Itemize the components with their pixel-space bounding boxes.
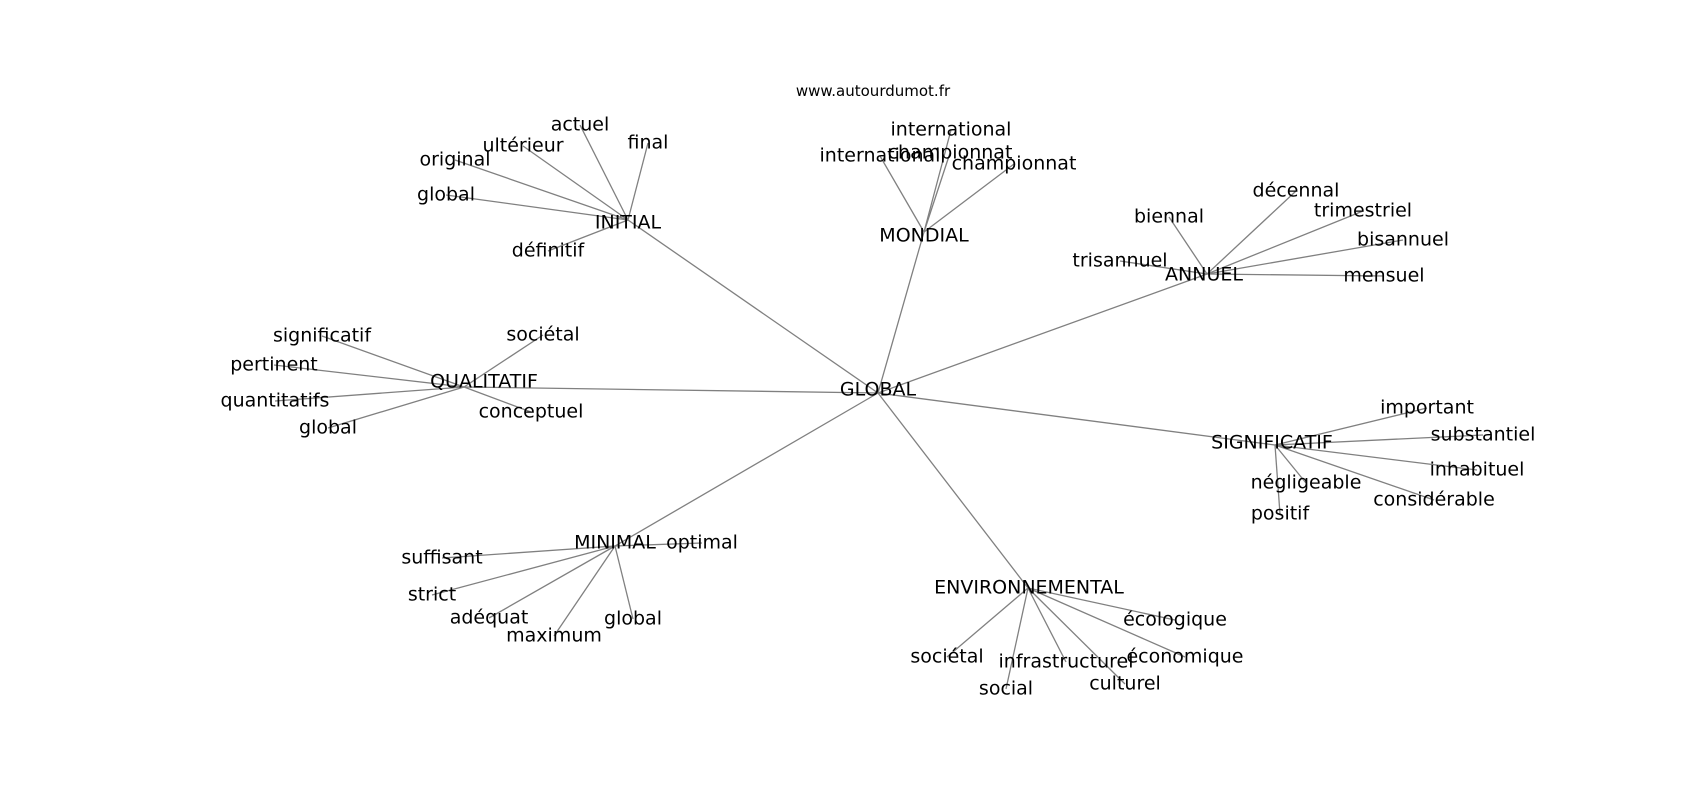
leaf-label: mensuel xyxy=(1343,264,1425,287)
edge-qualitatif-3 xyxy=(274,386,465,402)
edge-significatif-4 xyxy=(1274,444,1435,501)
leaf-label: social xyxy=(978,677,1034,700)
leaf-label: international xyxy=(819,144,941,167)
edge-minimal-3 xyxy=(488,545,616,619)
leaf-label: actuel xyxy=(550,113,610,136)
hub-label-annuel: ANNUEL xyxy=(1165,263,1243,286)
leaf-label: global xyxy=(417,183,475,206)
edge-initial-3 xyxy=(454,159,629,221)
leaf-label: conceptuel xyxy=(478,400,584,423)
leaf-label: suffisant xyxy=(401,546,483,569)
leaf-label: championnat xyxy=(951,152,1077,175)
edge-center-minimal xyxy=(614,392,879,547)
edge-annuel-0 xyxy=(1206,190,1297,275)
edge-environnemental-5 xyxy=(1027,587,1126,685)
leaf-label: écologique xyxy=(1123,608,1227,631)
leaf-label: sociétal xyxy=(506,323,580,346)
edge-significatif-1 xyxy=(1274,434,1484,446)
leaf-label: significatif xyxy=(272,324,372,347)
edge-qualitatif-0 xyxy=(321,335,465,388)
leaf-label: décennal xyxy=(1252,179,1340,202)
edge-center-annuel xyxy=(877,273,1208,394)
edge-annuel-3 xyxy=(1206,239,1404,275)
edge-qualitatif-4 xyxy=(463,386,532,413)
edge-qualitatif-5 xyxy=(327,386,465,429)
leaf-label: pertinent xyxy=(230,353,318,376)
hub-label-initial: INITIAL xyxy=(594,211,662,234)
edge-mondial-3 xyxy=(923,163,1015,233)
edge-environnemental-1 xyxy=(1027,587,1186,658)
leaf-label: négligeable xyxy=(1250,471,1362,494)
leaf-label: optimal xyxy=(666,531,738,554)
edge-significatif-5 xyxy=(1274,444,1281,515)
hub-label-mondial: MONDIAL xyxy=(879,224,969,247)
leaf-label: quantitatifs xyxy=(220,389,330,412)
leaf-label: maximum xyxy=(506,624,602,647)
edge-annuel-2 xyxy=(1206,210,1364,275)
edge-center-mondial xyxy=(877,231,925,394)
hub-label-minimal: MINIMAL xyxy=(574,531,656,554)
hub-label-significatif: SIGNIFICATIF xyxy=(1211,431,1333,454)
edge-initial-4 xyxy=(445,194,629,221)
leaf-label: original xyxy=(419,148,491,171)
edge-minimal-1 xyxy=(441,545,616,559)
edge-annuel-5 xyxy=(1206,273,1385,277)
edge-mondial-1 xyxy=(923,152,951,233)
leaf-label: global xyxy=(604,607,662,630)
edge-initial-5 xyxy=(547,219,629,252)
leaf-label: sociétal xyxy=(910,645,984,668)
edge-center-environnemental xyxy=(877,392,1029,589)
edge-minimal-0 xyxy=(614,542,703,547)
edge-minimal-5 xyxy=(553,545,616,637)
edge-significatif-0 xyxy=(1274,407,1428,446)
center-node-label: GLOBAL xyxy=(839,378,917,401)
edge-center-significatif xyxy=(877,392,1276,446)
hub-label-qualitatif: QUALITATIF xyxy=(430,370,538,393)
leaf-label: championnat xyxy=(887,141,1013,164)
leaf-label: global xyxy=(299,416,357,439)
leaf-label: définitif xyxy=(511,239,585,262)
leaf-label: positif xyxy=(1250,502,1310,525)
edge-qualitatif-2 xyxy=(273,364,465,388)
edge-environnemental-0 xyxy=(1027,587,1176,621)
source-url: www.autourdumot.fr xyxy=(795,82,951,100)
leaf-label: adéquat xyxy=(449,606,529,629)
edge-initial-2 xyxy=(522,145,629,221)
leaf-label: infrastructurel xyxy=(998,650,1134,673)
leaf-label: ultérieur xyxy=(482,134,564,157)
edge-environnemental-3 xyxy=(1027,587,1067,663)
leaf-label: trisannuel xyxy=(1072,249,1168,272)
leaf-label: strict xyxy=(407,583,457,606)
edge-mondial-0 xyxy=(923,129,952,233)
edge-initial-0 xyxy=(579,124,629,221)
leaf-label: trimestriel xyxy=(1313,199,1413,222)
leaf-label: final xyxy=(627,131,669,154)
edge-annuel-4 xyxy=(1119,260,1208,275)
edge-qualitatif-1 xyxy=(463,334,544,388)
hub-label-environnemental: ENVIRONNEMENTAL xyxy=(934,576,1124,599)
edge-environnemental-2 xyxy=(946,587,1029,658)
edge-significatif-3 xyxy=(1274,444,1307,484)
edge-minimal-4 xyxy=(614,545,634,620)
edge-center-qualitatif xyxy=(463,386,879,394)
leaf-label: biennal xyxy=(1133,205,1205,228)
leaf-label: bisannuel xyxy=(1357,228,1449,251)
edge-minimal-2 xyxy=(431,545,616,596)
edge-initial-1 xyxy=(627,142,649,221)
edge-environnemental-4 xyxy=(1005,587,1029,690)
leaf-label: inhabituel xyxy=(1429,458,1525,481)
leaf-label: culturel xyxy=(1089,672,1161,695)
leaf-label: considérable xyxy=(1373,488,1495,511)
leaf-label: important xyxy=(1380,396,1474,419)
edge-annuel-1 xyxy=(1168,216,1208,275)
edge-center-initial xyxy=(627,219,879,394)
leaf-label: substantiel xyxy=(1430,423,1536,446)
leaf-label: économique xyxy=(1126,645,1244,668)
edge-mondial-2 xyxy=(879,155,925,233)
leaf-label: international xyxy=(890,118,1012,141)
edge-significatif-2 xyxy=(1274,444,1478,471)
